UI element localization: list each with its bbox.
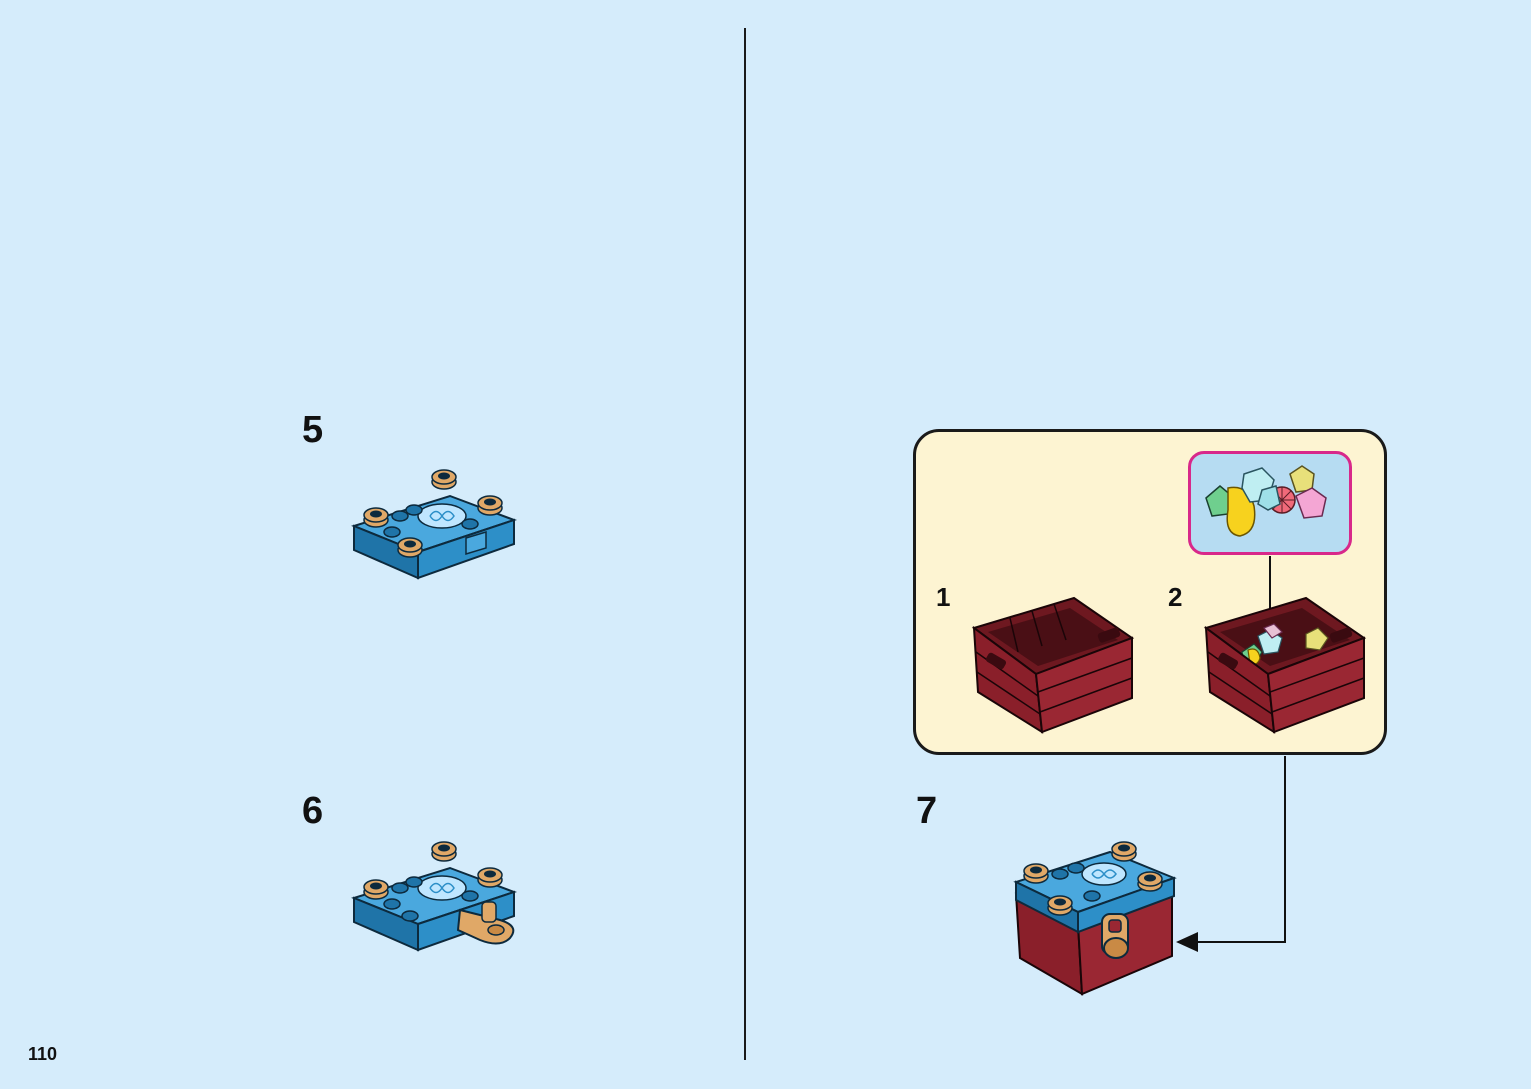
step-6-number: 6 [302, 790, 324, 832]
step-5-build-illustration [351, 469, 517, 580]
sub-step-2-number: 2 [1168, 582, 1183, 612]
arrow-left-icon [1176, 756, 1286, 952]
left-page: 5 6 110 [0, 0, 745, 1089]
gems-parts-illustration [1205, 465, 1327, 537]
step-5-number: 5 [302, 409, 324, 451]
sub-step-1-number: 1 [936, 582, 951, 612]
step-7-number: 7 [916, 790, 938, 832]
page-number: 110 [28, 1044, 58, 1064]
step-6-build-illustration [351, 841, 517, 952]
page-divider [744, 28, 746, 1060]
right-page: 7 [746, 0, 1531, 1089]
crate-with-gems-illustration [1203, 596, 1367, 734]
crate-empty-illustration [971, 596, 1135, 734]
step-7-build-illustration [1013, 841, 1177, 996]
